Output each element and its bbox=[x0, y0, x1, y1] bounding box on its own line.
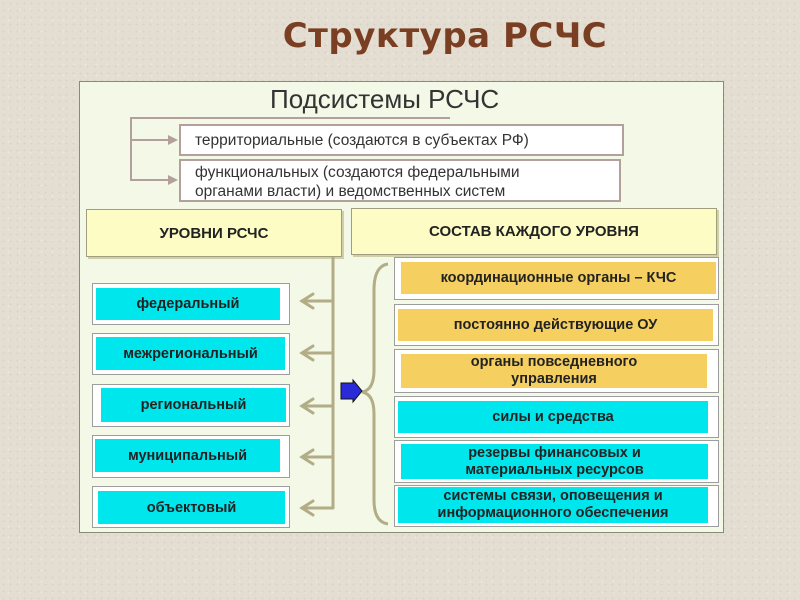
panel-title: Подсистемы РСЧС bbox=[270, 84, 500, 114]
slide-title: Структура РСЧС bbox=[282, 16, 608, 56]
subsystem-connector bbox=[130, 139, 168, 141]
levels-header: УРОВНИ РСЧС bbox=[86, 209, 342, 257]
level-municipal: муниципальный bbox=[95, 439, 280, 472]
subsystem-connector bbox=[130, 117, 450, 119]
level-object: объектовый bbox=[98, 491, 285, 524]
level-federal: федеральный bbox=[96, 288, 280, 320]
subsystem-territorial: территориальные (создаются в субъектах Р… bbox=[179, 124, 624, 156]
subsystem-connector bbox=[130, 117, 132, 181]
composition-forces: силы и средства bbox=[398, 401, 708, 433]
subsystem-connector bbox=[130, 179, 168, 181]
composition-coordination: координационные органы – КЧС bbox=[401, 262, 716, 294]
composition-communication: системы связи, оповещения и информационн… bbox=[398, 487, 708, 523]
composition-daily-management: органы повседневного управления bbox=[401, 354, 707, 388]
composition-header: СОСТАВ КАЖДОГО УРОВНЯ bbox=[351, 208, 717, 255]
subsystem-functional: функциональных (создаются федеральными о… bbox=[179, 159, 621, 202]
composition-permanent: постоянно действующие ОУ bbox=[398, 309, 713, 341]
composition-reserves: резервы финансовых и материальных ресурс… bbox=[401, 444, 708, 479]
level-regional: региональный bbox=[101, 388, 286, 422]
level-interregional: межрегиональный bbox=[96, 337, 285, 370]
